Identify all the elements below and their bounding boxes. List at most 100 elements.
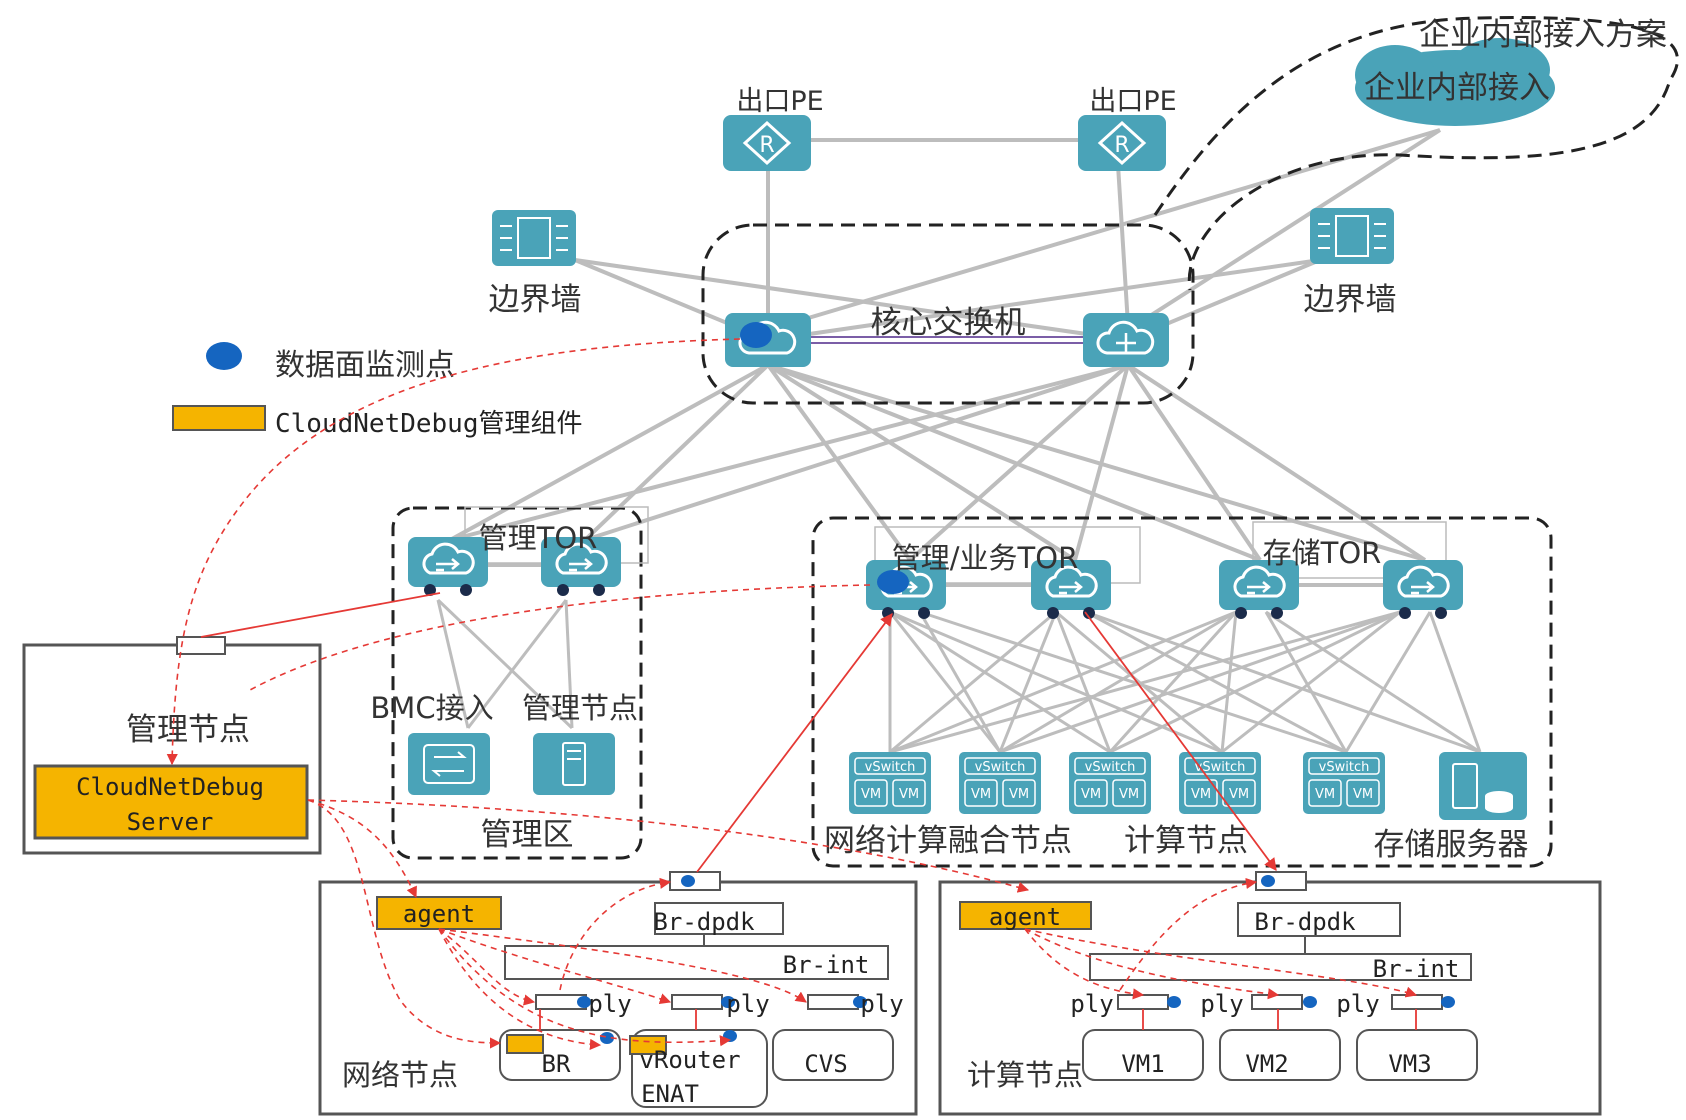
vm1-label: VM1 [1121, 1050, 1164, 1078]
firewall-left-label: 边界墙 [489, 282, 582, 318]
pe-router-right-icon: R [1078, 115, 1166, 171]
enterprise-cloud: 企业内部接入 [1355, 38, 1555, 126]
vswitch-3-label: vSwitch [1085, 760, 1136, 775]
agent-left [376, 896, 502, 930]
compute-node-top-label: 计算节点 [1124, 823, 1248, 859]
br-int-right-label: Br-int [1373, 955, 1460, 983]
legend-probe-label: 数据面监测点 [275, 348, 455, 383]
ply-left-1-label: ply [588, 990, 631, 1018]
vswitch-3-vm-a: VM [1081, 787, 1101, 802]
br-dpdk-left [654, 902, 784, 935]
br-int-right [1089, 953, 1472, 981]
service-zone-outline [811, 516, 1553, 868]
br-dpdk-left-label: Br-dpdk [653, 908, 755, 936]
vswitch-5-vm-a: VM [1315, 787, 1335, 802]
storage-server-icon [1439, 752, 1527, 820]
solid-trace-paths [200, 592, 1417, 1030]
vrouter-label-line1: vRouter [639, 1046, 740, 1074]
ply-right-1-label: ply [1070, 990, 1113, 1018]
compute-node-bottom-label: 计算节点 [967, 1058, 1083, 1092]
enterprise-solution-label: 企业内部接入方案 [1419, 17, 1667, 53]
legend-component-label: CloudNetDebug管理组件 [275, 409, 583, 439]
vm3-box [1356, 1029, 1478, 1081]
access-links [436, 598, 1482, 754]
biz-tor-label: 管理/业务TOR [892, 541, 1078, 575]
vswitch-2-vm-b: VM [1009, 787, 1029, 802]
pe-left-label: 出口PE [736, 86, 823, 117]
ply-ports-right [1117, 994, 1455, 1010]
mgmt-zone-label: 管理区 [481, 817, 574, 853]
vswitch-1-vm-b: VM [899, 787, 919, 802]
cvs-label: CVS [804, 1050, 847, 1078]
vswitch-2-label: vSwitch [975, 760, 1026, 775]
svg-text:R: R [759, 133, 774, 158]
br-int-left-label: Br-int [783, 951, 870, 979]
mgmt-tor-left-icon [406, 535, 490, 598]
legend-component-swatch [172, 405, 266, 431]
firewall-right-icon [1310, 208, 1394, 264]
ply-left-3-label: ply [860, 990, 903, 1018]
firewall-right-label: 边界墙 [1304, 282, 1397, 318]
mgmt-node-box-label: 管理节点 [126, 712, 250, 748]
probe-core-icon [740, 322, 772, 348]
mgmt-tor-label: 管理TOR [479, 521, 598, 555]
storage-tor-right-icon [1381, 558, 1465, 621]
vswitch-1-vm-a: VM [861, 787, 881, 802]
dashed-trace-paths [166, 338, 1418, 1050]
biz-tor-frame [874, 526, 1141, 584]
mgmt-zone-outline [391, 506, 643, 860]
probe-tor-icon [877, 570, 909, 594]
mgmt-node-port [176, 636, 226, 655]
server-label-line1: CloudNetDebug [76, 773, 264, 801]
enterprise-access-label: 企业内部接入 [1364, 70, 1550, 106]
cvs-box [772, 1029, 894, 1081]
vswitch-2: vSwitch VM VM [958, 751, 1042, 815]
ply-right-3-label: ply [1336, 990, 1379, 1018]
core-switch-label: 核心交换机 [871, 305, 1026, 341]
br-label: BR [542, 1050, 571, 1078]
agent-right-label: agent [989, 903, 1061, 931]
enterprise-zone-outline [1153, 16, 1679, 291]
firewall-left-icon [492, 210, 576, 266]
converged-node-label: 网络计算融合节点 [824, 823, 1072, 859]
vswitch-4: vSwitch VM VM [1178, 751, 1262, 815]
probe-uplink-right-icon [1261, 875, 1275, 887]
vswitch-3-vm-b: VM [1119, 787, 1139, 802]
probe-uplink-left-icon [681, 875, 695, 887]
vswitch-2-vm-a: VM [971, 787, 991, 802]
ply-left-2-label: ply [726, 990, 769, 1018]
pe-right-label: 出口PE [1089, 86, 1176, 117]
storage-tor-label: 存储TOR [1263, 536, 1382, 570]
br-dpdk-right-label: Br-dpdk [1254, 908, 1356, 936]
ply-ports-left [535, 994, 867, 1010]
vswitch-4-vm-b: VM [1229, 787, 1249, 802]
br-component [506, 1034, 544, 1054]
vm2-box [1219, 1029, 1341, 1081]
core-switch-right-icon [1083, 313, 1169, 367]
mgmt-node-small-label: 管理节点 [522, 691, 638, 725]
storage-server-label: 存储服务器 [1374, 827, 1529, 863]
vswitch-1: vSwitch VM VM [848, 751, 932, 815]
mgmt-server-icon [533, 733, 615, 795]
server-label-line2: Server [127, 808, 214, 836]
cloudnetdebug-server [33, 764, 309, 840]
vm3-label: VM3 [1388, 1050, 1431, 1078]
vrouter-component [629, 1035, 667, 1055]
bmc-label: BMC接入 [370, 691, 493, 725]
core-zone-outline [701, 223, 1195, 405]
vswitch-5-label: vSwitch [1319, 760, 1370, 775]
svg-text:R: R [1114, 133, 1129, 158]
bmc-icon [408, 733, 490, 795]
vswitch-5: vSwitch VM VM [1302, 751, 1386, 815]
agent-left-label: agent [403, 900, 475, 928]
vm2-label: VM2 [1245, 1050, 1288, 1078]
ply-right-2-label: ply [1200, 990, 1243, 1018]
vrouter-label-line2: ENAT [641, 1080, 699, 1108]
probe-br-icon [600, 1032, 614, 1044]
vswitch-4-label: vSwitch [1195, 760, 1246, 775]
core-interlink [808, 336, 1088, 344]
storage-tor-frame [1252, 521, 1447, 579]
vswitch-1-label: vSwitch [865, 760, 916, 775]
legend-probe-icon [206, 342, 242, 370]
